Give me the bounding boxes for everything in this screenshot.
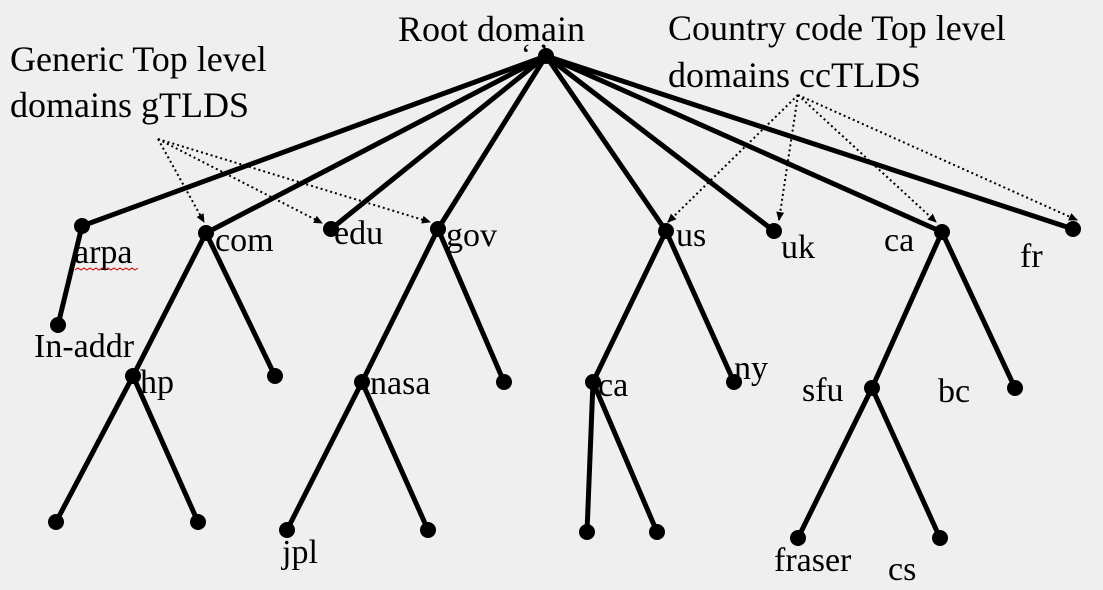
edge-root-com — [203, 53, 549, 236]
annotation-arrows — [157, 94, 1078, 224]
node-in-addr — [50, 317, 66, 333]
cctld-label-line2: domains ccTLDS — [668, 55, 921, 95]
node-cs — [932, 530, 948, 546]
edge-nasa-jpl — [284, 379, 365, 533]
arrow-gtld-edu — [157, 138, 323, 224]
node-arpa — [74, 218, 90, 234]
label-com: com — [215, 222, 274, 259]
gtld-label-line1: Generic Top level — [10, 39, 267, 79]
label-fr: fr — [1020, 238, 1043, 275]
node-uk — [766, 223, 782, 239]
label-jpl: jpl — [281, 534, 318, 571]
node-us — [658, 223, 674, 239]
label-bc: bc — [938, 373, 970, 410]
arrow-cctld-us — [667, 94, 799, 223]
node-sfu — [864, 380, 880, 396]
label-ca: ca — [884, 222, 914, 259]
label-arpa: arpa — [74, 234, 133, 271]
label-fraser: fraser — [774, 542, 852, 579]
edge-us-ny — [663, 228, 737, 385]
node-usca-leaf-left — [579, 524, 595, 540]
node-ca — [934, 224, 950, 240]
node-gov — [430, 221, 446, 237]
node-edu — [323, 221, 339, 237]
label-nasa: nasa — [370, 365, 430, 402]
arrow-gtld-gov — [157, 138, 431, 224]
node-hp — [125, 368, 141, 384]
node-bc — [1007, 380, 1023, 396]
label-gov: gov — [446, 217, 497, 254]
node-jpl — [279, 522, 295, 538]
label-edu: edu — [334, 215, 383, 252]
edge-sfu-cs — [869, 385, 943, 541]
edge-root-arpa — [79, 53, 549, 229]
edge-root-us — [543, 53, 669, 234]
node-root — [538, 48, 554, 64]
label-in-addr: In-addr — [34, 328, 135, 365]
edge-root-ca — [543, 53, 945, 235]
root-domain-label: Root domain — [398, 9, 585, 49]
edge-gov-nasa — [359, 226, 441, 385]
edge-ca-bc — [939, 229, 1018, 391]
edge-com-hp — [130, 230, 209, 379]
label-hp: hp — [140, 364, 174, 401]
node-nasa-leaf — [420, 522, 436, 538]
node-hp-leaf-left — [48, 514, 64, 530]
node-nasa — [354, 374, 370, 390]
edge-root-edu — [328, 53, 549, 232]
root-name-label: ‘.’ — [521, 38, 548, 71]
node-com — [198, 225, 214, 241]
label-ny: ny — [734, 350, 768, 387]
cctld-label-line1: Country code Top level — [668, 8, 1006, 48]
edge-usca-leaf-right — [590, 379, 660, 535]
label-uk: uk — [781, 229, 815, 266]
node-fr — [1065, 221, 1081, 237]
edge-ca-sfu — [869, 229, 945, 391]
edge-hp-leaf-left — [53, 373, 136, 525]
arrow-cctld-uk — [776, 94, 799, 221]
node-gov-leaf — [496, 374, 512, 390]
tree-nodes — [48, 48, 1081, 546]
edge-usca-leaf-left — [584, 379, 596, 535]
gtld-label-line2: domains gTLDS — [10, 85, 249, 125]
tree-edges — [53, 53, 1076, 541]
edge-com-leaf — [203, 230, 278, 379]
arrow-gtld-com — [157, 138, 205, 223]
edge-root-gov — [435, 53, 549, 232]
edge-root-fr — [543, 53, 1076, 232]
arrow-cctld-ca — [797, 94, 937, 223]
label-us: us — [676, 217, 706, 254]
edge-hp-leaf-right — [130, 373, 201, 525]
edge-sfu-fraser — [795, 385, 875, 541]
node-com-leaf — [267, 368, 283, 384]
label-us-ca: ca — [598, 367, 628, 404]
node-fraser — [790, 530, 806, 546]
edge-root-uk — [543, 53, 777, 234]
edge-gov-leaf — [435, 226, 507, 385]
arrow-cctld-fr — [797, 94, 1078, 221]
node-us-ca — [585, 374, 601, 390]
spellcheck-underline — [74, 267, 139, 271]
node-usca-leaf-right — [649, 524, 665, 540]
edge-arpa-inaddr — [55, 223, 85, 328]
label-sfu: sfu — [802, 372, 844, 409]
node-ny — [726, 374, 742, 390]
label-cs: cs — [888, 551, 916, 588]
edge-nasa-leaf — [359, 379, 431, 533]
edge-us-ca — [590, 228, 669, 385]
node-hp-leaf-right — [190, 514, 206, 530]
